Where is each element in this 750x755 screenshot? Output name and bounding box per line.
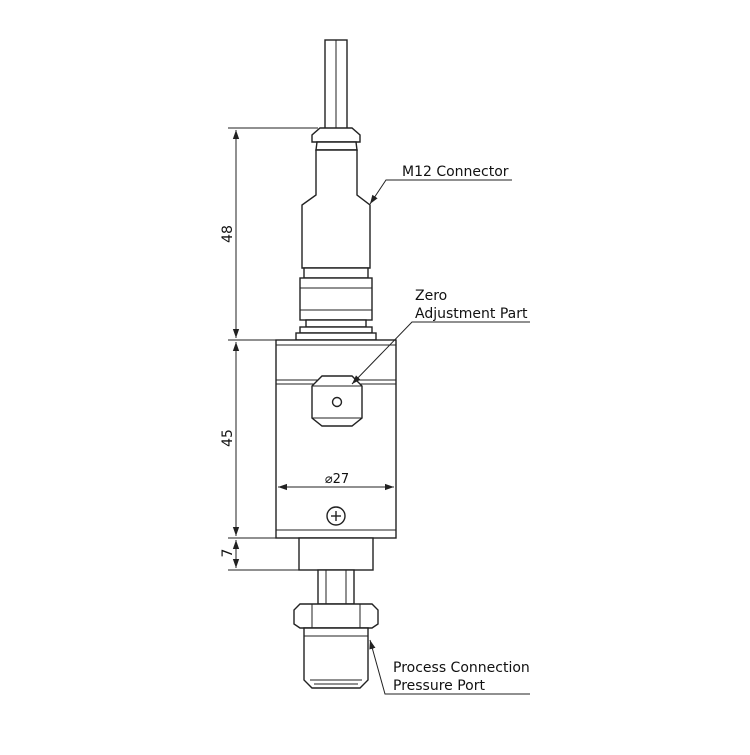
zero-adjustment-label-line2: Adjustment Part <box>415 306 528 322</box>
dimension-lines <box>228 127 394 571</box>
phillips-screw-icon <box>326 506 346 526</box>
cable <box>324 39 348 131</box>
m12-connector <box>295 127 377 341</box>
process-connection <box>293 537 379 689</box>
leader-lines <box>351 179 530 695</box>
zero-adjustment-label-line1: Zero <box>415 288 447 304</box>
dim-7-label: 7 <box>220 549 236 558</box>
sensor-body <box>275 339 397 539</box>
m12-connector-label: M12 Connector <box>402 164 509 180</box>
dim-45-label: 45 <box>220 429 236 447</box>
zero-adjustment-nut <box>311 375 363 427</box>
process-connection-label-line1: Process Connection <box>393 660 530 676</box>
dim-diameter-label: ⌀27 <box>325 472 349 487</box>
process-connection-label-line2: Pressure Port <box>393 678 485 694</box>
dim-48-label: 48 <box>220 225 236 243</box>
